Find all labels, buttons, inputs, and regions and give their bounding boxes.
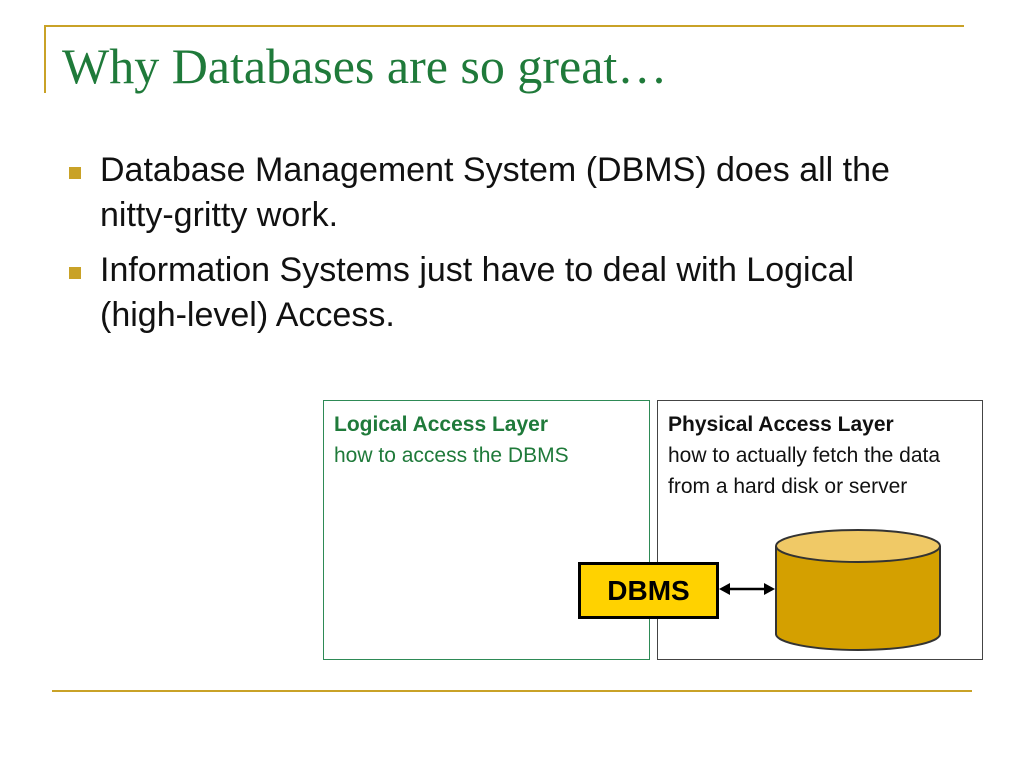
database-cylinder-icon: [775, 529, 941, 651]
slide-title: Why Databases are so great…: [62, 38, 668, 94]
double-arrow-icon: [719, 583, 775, 595]
bullet-item: Database Management System (DBMS) does a…: [62, 148, 922, 238]
frame-bottom-rule: [52, 690, 972, 692]
logical-layer-description: how to access the DBMS: [334, 444, 569, 467]
frame-left-rule: [44, 25, 46, 93]
logical-access-layer-box: Logical Access Layer how to access the D…: [323, 400, 650, 660]
bullet-item: Information Systems just have to deal wi…: [62, 248, 922, 338]
bullet-list: Database Management System (DBMS) does a…: [62, 148, 922, 348]
dbms-label: DBMS: [607, 574, 690, 606]
logical-layer-heading: Logical Access Layer: [334, 413, 548, 436]
bullet-text: Information Systems just have to deal wi…: [100, 251, 855, 334]
square-bullet-icon: [69, 167, 81, 179]
physical-layer-description: how to actually fetch the data from a ha…: [668, 444, 941, 498]
bullet-text: Database Management System (DBMS) does a…: [100, 151, 890, 234]
dbms-box: DBMS: [578, 562, 719, 619]
physical-layer-heading: Physical Access Layer: [668, 413, 894, 436]
frame-top-rule: [44, 25, 964, 27]
square-bullet-icon: [69, 267, 81, 279]
